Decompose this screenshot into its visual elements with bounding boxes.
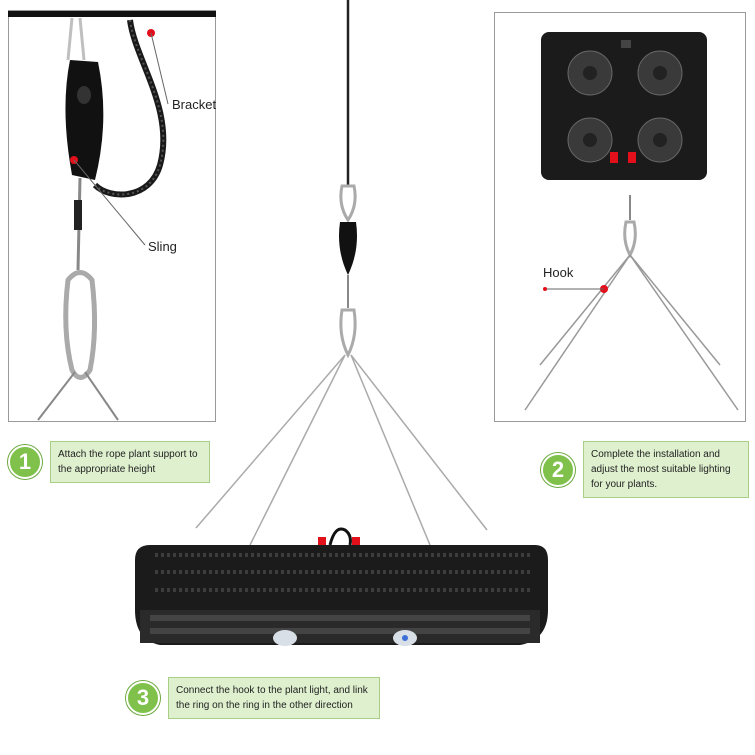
step-number-badge: 2 — [541, 452, 575, 487]
step-instruction: Attach the rope plant support to the app… — [50, 441, 210, 483]
step-number-badge: 3 — [126, 681, 160, 715]
step-3: 3 Connect the hook to the plant light, a… — [126, 677, 380, 719]
light-top-view-illustration — [524, 32, 739, 411]
rope-hanger-detail-panel — [8, 10, 216, 422]
hook-label: Hook — [543, 265, 574, 280]
step-instruction: Complete the installation and adjust the… — [583, 441, 749, 498]
step-1: 1 Attach the rope plant support to the a… — [8, 441, 210, 483]
bracket-label: Bracket — [172, 97, 217, 112]
step-2: 2 Complete the installation and adjust t… — [541, 441, 749, 498]
step-instruction: Connect the hook to the plant light, and… — [168, 677, 380, 719]
sling-label: Sling — [148, 239, 177, 254]
step-number-badge: 1 — [8, 445, 42, 479]
rope-hanger-illustration — [8, 11, 216, 421]
hanging-light-illustration — [135, 0, 548, 646]
